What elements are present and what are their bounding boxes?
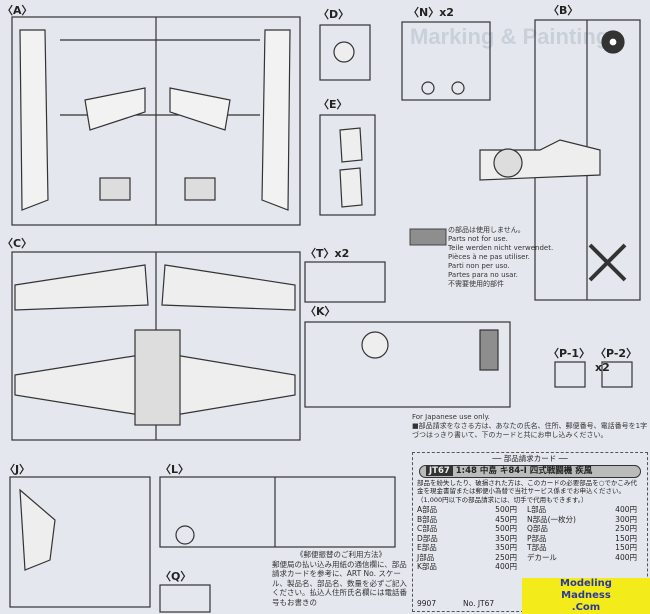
legend-line: Parti non per uso.	[448, 262, 510, 270]
card-number: 9907	[417, 599, 437, 608]
watermark-title: Marking & Painting	[410, 24, 610, 49]
sprue-p2-label: 〈P-2〉x2	[595, 347, 638, 374]
card-title: ── 部品請求カード ──	[492, 454, 568, 463]
sprue-p1-label: 〈P-1〉	[548, 347, 591, 360]
order-intro: ■部品請求をなさる方は、あなたの氏名、住所、郵便番号、電話番号を1字づつはっきり…	[412, 422, 648, 439]
card-item: N部品(一枚分)300円	[527, 514, 637, 524]
card-product: 1:48 中島 キ84-I 四式戦闘機 疾風	[455, 465, 593, 476]
not-for-use-legend: の部品は使用しません。 Parts not for use. Teile wer…	[448, 226, 553, 289]
legend-line: Parts not for use.	[448, 235, 508, 243]
card-code: JT67	[426, 465, 453, 476]
sprue-l-label: 〈L〉	[160, 463, 190, 476]
card-description: 部品を紛失したり、破損された方は、このカードの必要部品を○でかこみ代金を現金書留…	[417, 478, 637, 504]
sprue-a-label: 〈A〉	[2, 4, 33, 17]
sprue-t-label: 〈T〉x2	[305, 247, 350, 260]
legend-line: Partes para no usar.	[448, 271, 518, 279]
sprue-q-label: 〈Q〉	[160, 570, 192, 583]
sprue-c-label: 〈C〉	[2, 237, 33, 250]
legend-line: Teile werden nicht verwendet.	[448, 244, 554, 252]
legend-line: の部品は使用しません。	[448, 226, 525, 234]
logo-line: Madness	[561, 590, 611, 601]
postal-title: 《郵便振替のご利用方法》	[296, 550, 386, 559]
sprue-b-label: 〈B〉	[548, 4, 579, 17]
part-a-fuselage-left	[19, 29, 49, 211]
part-a-fuselage-right	[261, 29, 291, 211]
japanese-only-note: For Japanese use only.	[412, 413, 490, 421]
sprue-j-label: 〈J〉	[4, 463, 31, 476]
not-for-use-swatch	[409, 228, 447, 246]
postal-transfer-info: 《郵便振替のご利用方法》 郵便局の払い込み用紙の通信欄に、部品請求カードを参考に…	[272, 550, 410, 607]
sprue-e-label: 〈E〉	[318, 98, 348, 111]
logo-line: .Com	[571, 602, 601, 613]
card-product-bar: JT67 1:48 中島 キ84-I 四式戦闘機 疾風	[419, 464, 641, 478]
sprue-n-label: 〈N〉x2	[408, 6, 454, 19]
card-art-no: No. JT67	[463, 599, 495, 608]
legend-line: Pièces à ne pas utiliser.	[448, 253, 530, 261]
sprue-d-label: 〈D〉	[318, 8, 350, 21]
legend-line: 不需要使用的部件	[448, 280, 504, 288]
postal-body: 郵便局の払い込み用紙の通信欄に、部品請求カードを参考に、ART No. スケール…	[272, 559, 407, 607]
modeling-madness-logo: Modeling Madness .Com	[522, 578, 650, 614]
parts-order-card: ── 部品請求カード ── JT67 1:48 中島 キ84-I 四式戦闘機 疾…	[412, 452, 648, 612]
sprue-k-label: 〈K〉	[305, 305, 336, 318]
logo-line: Modeling	[560, 578, 612, 589]
